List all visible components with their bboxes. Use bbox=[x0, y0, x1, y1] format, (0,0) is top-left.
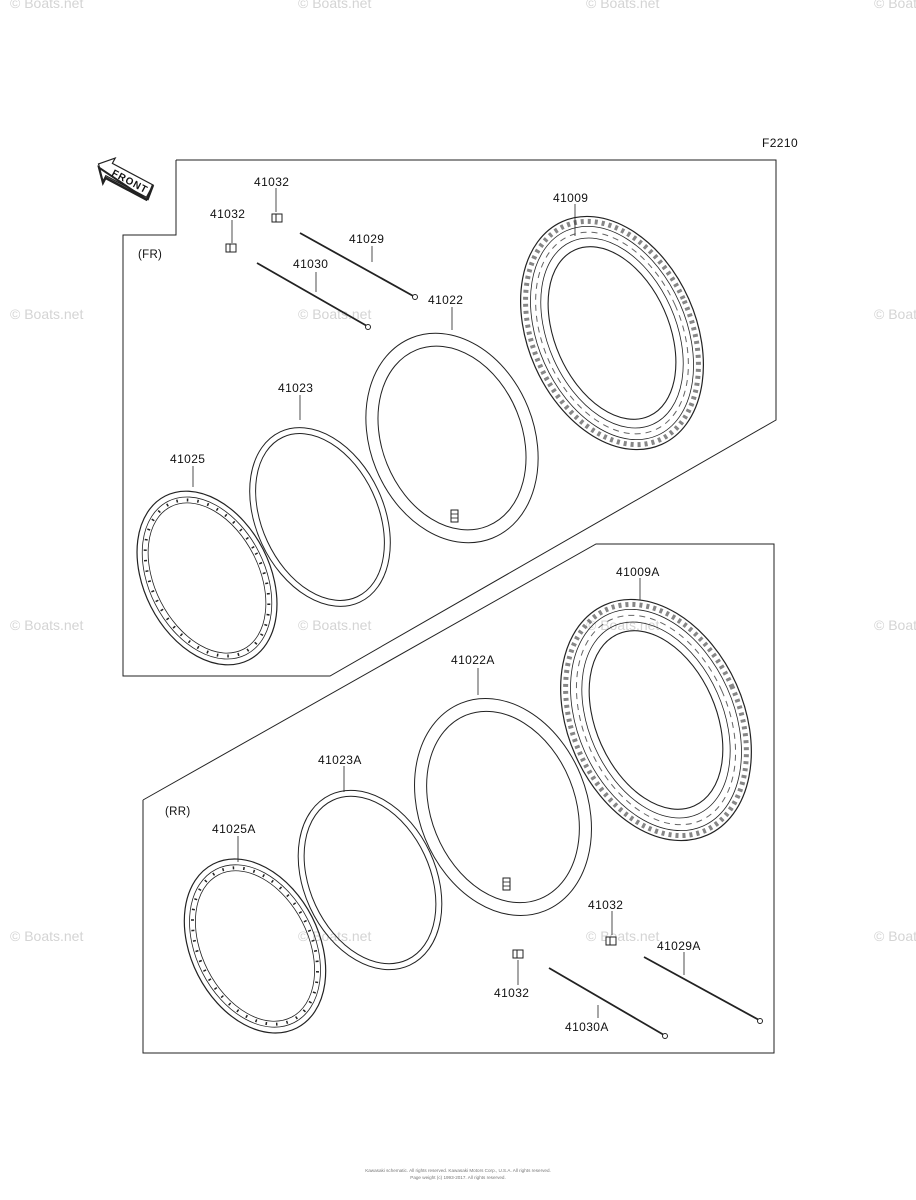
watermark-text: © Boats.net bbox=[874, 928, 916, 944]
front-tube-valve bbox=[450, 509, 459, 523]
front-rim-band bbox=[249, 427, 391, 607]
watermark-text: © Boats.net bbox=[298, 0, 371, 11]
front-rim bbox=[136, 490, 278, 666]
watermark-text: © Boats.net bbox=[10, 617, 83, 633]
label-front-nipple-b: 41032 bbox=[210, 207, 245, 221]
label-front-rim: 41025 bbox=[170, 452, 205, 466]
figure-code: F2210 bbox=[762, 136, 798, 150]
front-spoke-long bbox=[299, 232, 416, 298]
front-nipple-b bbox=[225, 243, 237, 253]
footer-line-2: Page weight (c) 1993-2017. All rights re… bbox=[410, 1175, 506, 1180]
front-spoke-short bbox=[256, 262, 368, 327]
label-rear-nipple-b: 41032 bbox=[494, 986, 529, 1000]
front-leader-lines bbox=[192, 188, 576, 487]
footer-line-1: Kawasaki schematic. All rights reserved.… bbox=[365, 1168, 551, 1173]
watermark-text: © Boats.net bbox=[586, 928, 659, 944]
section-label-rear: (RR) bbox=[165, 806, 190, 818]
rear-nipple-a bbox=[605, 936, 617, 946]
rear-spoke-short bbox=[548, 967, 665, 1036]
label-rear-rim: 41025A bbox=[212, 822, 256, 836]
watermark-text: © Boats.net bbox=[874, 617, 916, 633]
watermark-text: © Boats.net bbox=[10, 0, 83, 11]
watermark-text: © Boats.net bbox=[10, 306, 83, 322]
label-rear-rim-band: 41023A bbox=[318, 753, 362, 767]
watermark-text: © Boats.net bbox=[874, 0, 916, 11]
rear-rim bbox=[183, 858, 327, 1034]
rear-tire bbox=[560, 598, 752, 842]
watermark-text: © Boats.net bbox=[586, 0, 659, 11]
rear-rim-band bbox=[297, 789, 443, 971]
rear-tube-valve bbox=[502, 877, 511, 891]
label-front-spoke-short: 41030 bbox=[293, 257, 328, 271]
front-nipple-a bbox=[271, 213, 283, 223]
label-rear-tube: 41022A bbox=[451, 653, 495, 667]
front-arrow-icon: FRONT bbox=[97, 156, 155, 202]
rear-section-outline bbox=[142, 543, 775, 1054]
rear-spoke-long bbox=[643, 956, 760, 1021]
label-front-spoke-long: 41029 bbox=[349, 232, 384, 246]
watermark-text: © Boats.net bbox=[874, 306, 916, 322]
label-front-tube: 41022 bbox=[428, 293, 463, 307]
section-label-front: (FR) bbox=[138, 249, 162, 261]
watermark-text: © Boats.net bbox=[298, 617, 371, 633]
front-tire bbox=[520, 215, 704, 451]
label-rear-nipple-a: 41032 bbox=[588, 898, 623, 912]
label-rear-spoke-short: 41030A bbox=[565, 1020, 609, 1034]
front-tube bbox=[365, 332, 539, 544]
label-rear-tire: 41009A bbox=[616, 565, 660, 579]
watermark-text: © Boats.net bbox=[10, 928, 83, 944]
label-rear-spoke-long: 41029A bbox=[657, 939, 701, 953]
label-front-nipple-a: 41032 bbox=[254, 175, 289, 189]
front-section-outline bbox=[122, 159, 777, 677]
rear-nipple-b bbox=[512, 949, 524, 959]
label-front-rim-band: 41023 bbox=[278, 381, 313, 395]
label-front-tire: 41009 bbox=[553, 191, 588, 205]
watermark-text: © Boats.net bbox=[586, 617, 659, 633]
rear-tube bbox=[414, 697, 592, 917]
rear-leader-lines bbox=[237, 578, 685, 1018]
